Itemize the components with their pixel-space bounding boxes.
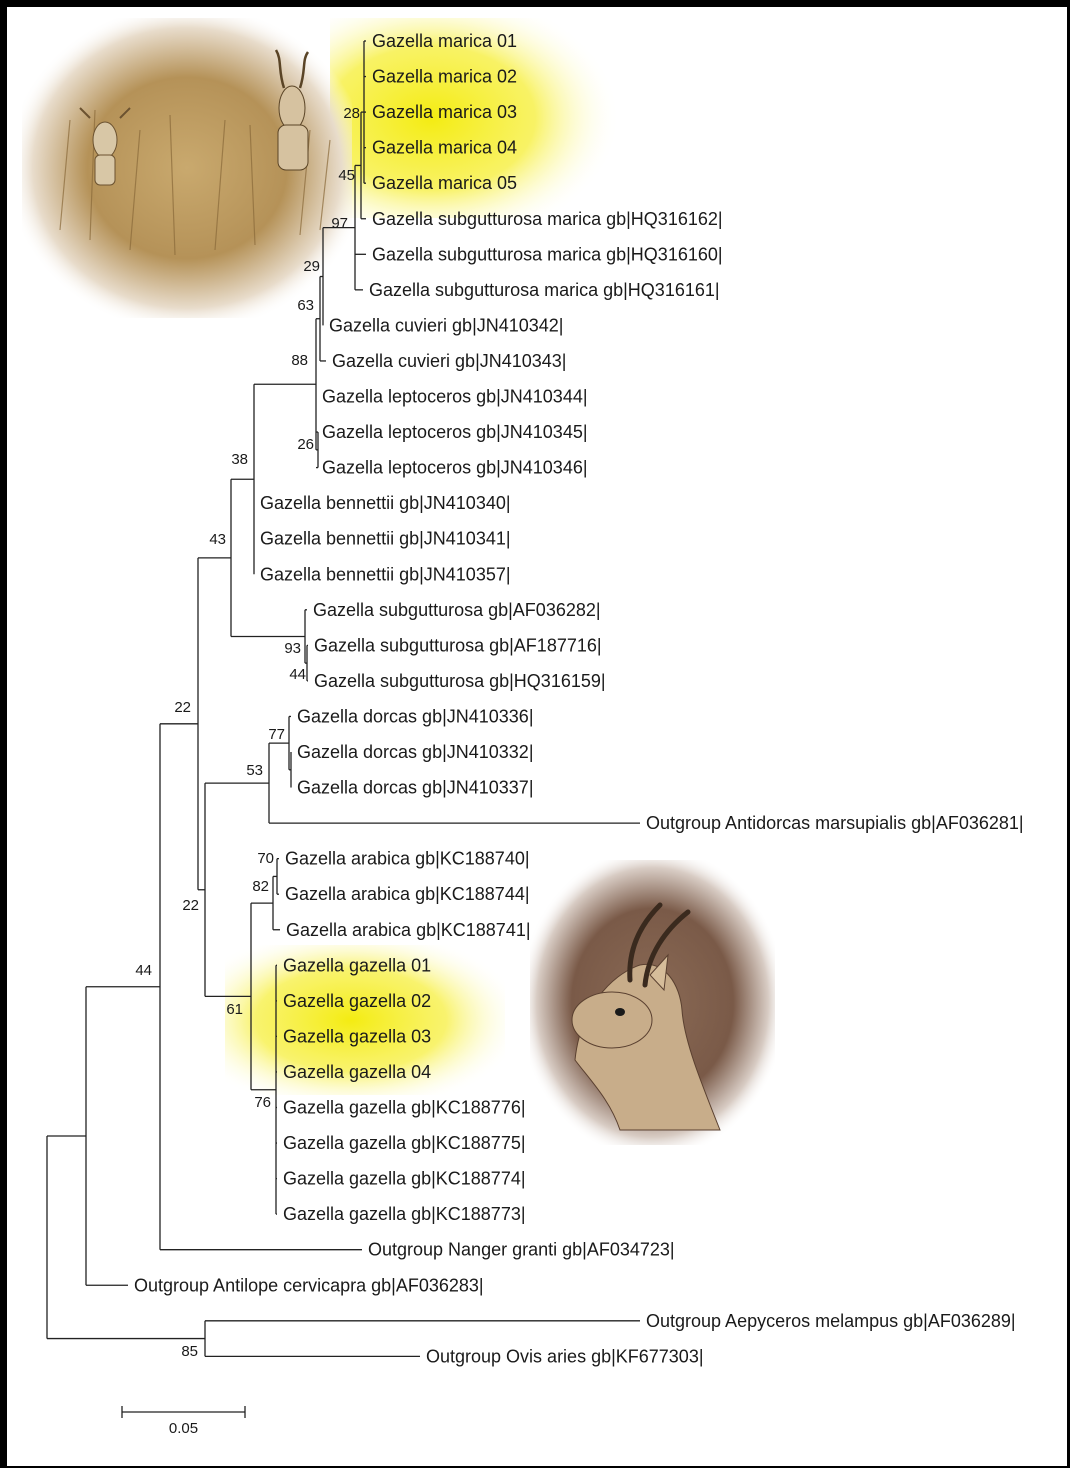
highlighted-leaf-label: Gazella marica 04: [372, 138, 517, 158]
leaf-label: Gazella dorcas gb|JN410336|: [297, 706, 534, 726]
leaf-label: Gazella gazella gb|KC188776|: [283, 1098, 526, 1118]
bootstrap-value: 85: [181, 1343, 198, 1360]
bootstrap-value: 38: [231, 451, 248, 468]
leaf-label: Outgroup Nanger granti gb|AF034723|: [368, 1240, 675, 1260]
leaf-label: Gazella gazella gb|KC188775|: [283, 1133, 526, 1153]
leaf-label: Gazella dorcas gb|JN410332|: [297, 742, 534, 762]
bootstrap-value: 63: [297, 297, 314, 314]
leaf-label: Gazella cuvieri gb|JN410342|: [329, 315, 563, 335]
leaf-label: Gazella arabica gb|KC188740|: [285, 849, 530, 869]
bootstrap-value: 88: [291, 352, 308, 369]
bootstrap-value: 76: [254, 1094, 271, 1111]
leaf-label: Gazella subgutturosa marica gb|HQ316161|: [369, 280, 720, 300]
leaf-label: Gazella bennettii gb|JN410341|: [260, 529, 511, 549]
bootstrap-value: 70: [257, 850, 274, 867]
bootstrap-value: 29: [303, 258, 320, 275]
bootstrap-value: 22: [182, 897, 199, 914]
highlighted-leaf-label: Gazella gazella 01: [283, 955, 431, 975]
highlighted-leaf-label: Gazella gazella 02: [283, 991, 431, 1011]
leaf-label: Outgroup Ovis aries gb|KF677303|: [426, 1346, 704, 1366]
leaf-label: Gazella subgutturosa gb|AF187716|: [314, 635, 602, 655]
leaf-label: Gazella subgutturosa marica gb|HQ316160|: [372, 244, 723, 264]
leaf-label: Gazella subgutturosa gb|AF036282|: [313, 600, 601, 620]
bootstrap-value: 45: [338, 167, 355, 184]
leaf-label: Outgroup Antilope cervicapra gb|AF036283…: [134, 1275, 484, 1295]
leaf-label: Gazella subgutturosa gb|HQ316159|: [314, 671, 606, 691]
bootstrap-value: 26: [297, 436, 314, 453]
bootstrap-value: 97: [331, 215, 348, 232]
bootstrap-value: 22: [174, 699, 191, 716]
bootstrap-value: 61: [226, 1001, 243, 1018]
mountain-gazelle-photo: [530, 860, 775, 1145]
leaf-label: Gazella arabica gb|KC188744|: [285, 884, 530, 904]
bootstrap-value: 53: [246, 762, 263, 779]
leaf-label: Gazella gazella gb|KC188774|: [283, 1169, 526, 1189]
highlighted-leaf-label: Gazella marica 05: [372, 173, 517, 193]
leaf-label: Gazella leptoceros gb|JN410346|: [322, 458, 588, 478]
bootstrap-value: 43: [209, 531, 226, 548]
bootstrap-value: 82: [252, 878, 269, 895]
highlighted-leaf-label: Gazella gazella 03: [283, 1026, 431, 1046]
leaf-label: Gazella bennettii gb|JN410357|: [260, 564, 511, 584]
bootstrap-value: 44: [289, 666, 306, 683]
highlighted-leaf-label: Gazella marica 01: [372, 31, 517, 51]
leaf-label: Outgroup Antidorcas marsupialis gb|AF036…: [646, 813, 1024, 833]
leaf-label: Gazella bennettii gb|JN410340|: [260, 493, 511, 513]
leaf-label: Gazella gazella gb|KC188773|: [283, 1204, 526, 1224]
leaf-label: Gazella leptoceros gb|JN410345|: [322, 422, 588, 442]
highlighted-leaf-label: Gazella gazella 04: [283, 1062, 431, 1082]
scale-bar-label: 0.05: [169, 1420, 198, 1437]
highlighted-leaf-label: Gazella marica 03: [372, 102, 517, 122]
bootstrap-value: 44: [135, 962, 152, 979]
leaf-label: Gazella leptoceros gb|JN410344|: [322, 387, 588, 407]
leaf-label: Gazella dorcas gb|JN410337|: [297, 778, 534, 798]
leaf-label: Outgroup Aepyceros melampus gb|AF036289|: [646, 1311, 1016, 1331]
bootstrap-value: 93: [284, 640, 301, 657]
leaf-label: Gazella subgutturosa marica gb|HQ316162|: [372, 209, 723, 229]
leaf-label: Gazella cuvieri gb|JN410343|: [332, 351, 566, 371]
bootstrap-value: 28: [343, 105, 360, 122]
highlighted-leaf-label: Gazella marica 02: [372, 67, 517, 87]
bootstrap-value: 77: [268, 726, 285, 743]
leaf-label: Gazella arabica gb|KC188741|: [286, 920, 531, 940]
